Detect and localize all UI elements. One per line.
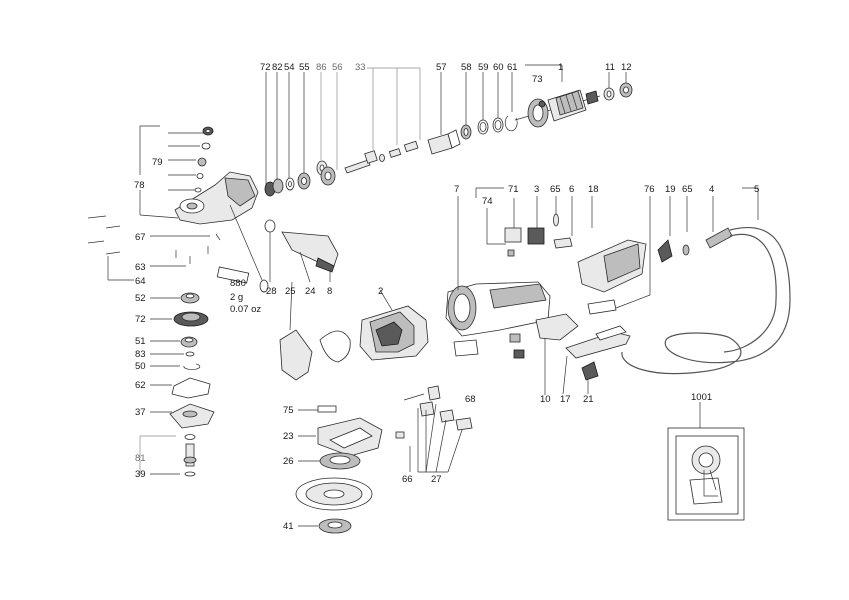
label-1001: 1001 bbox=[691, 392, 712, 403]
screws-group bbox=[87, 215, 221, 281]
label-76: 76 bbox=[644, 184, 655, 195]
label-2g: 2 g bbox=[230, 292, 243, 303]
label-33: 33 bbox=[355, 62, 366, 73]
label-57: 57 bbox=[436, 62, 447, 73]
label-81: 81 bbox=[135, 453, 146, 464]
label-86: 86 bbox=[316, 62, 327, 73]
top-row-parts bbox=[264, 64, 633, 197]
label-72b: 72 bbox=[135, 314, 146, 325]
label-7: 7 bbox=[454, 184, 459, 195]
brackets-27-66 bbox=[395, 385, 473, 473]
label-65: 65 bbox=[550, 184, 561, 195]
label-55: 55 bbox=[299, 62, 310, 73]
label-62: 62 bbox=[135, 380, 146, 391]
grease-880 bbox=[216, 266, 269, 293]
label-79: 79 bbox=[152, 157, 163, 168]
label-5: 5 bbox=[754, 184, 759, 195]
label-8: 8 bbox=[327, 286, 332, 297]
label-2: 2 bbox=[378, 286, 383, 297]
label-61: 61 bbox=[507, 62, 518, 73]
label-4: 4 bbox=[709, 184, 714, 195]
label-50: 50 bbox=[135, 361, 146, 372]
inset-1001 bbox=[667, 402, 745, 521]
label-880: 880 bbox=[230, 278, 246, 289]
label-24: 24 bbox=[305, 286, 316, 297]
guard-and-disc bbox=[295, 405, 383, 534]
label-11: 11 bbox=[605, 62, 615, 73]
label-56: 56 bbox=[332, 62, 343, 73]
handle-and-guard bbox=[264, 219, 351, 381]
label-71: 71 bbox=[508, 184, 519, 195]
label-17: 17 bbox=[560, 394, 571, 405]
label-10: 10 bbox=[540, 394, 551, 405]
label-25: 25 bbox=[285, 286, 296, 297]
label-60: 60 bbox=[493, 62, 504, 73]
label-63: 63 bbox=[135, 262, 146, 273]
label-28: 28 bbox=[266, 286, 277, 297]
label-1: 1 bbox=[558, 62, 563, 73]
label-007oz: 0.07 oz bbox=[230, 304, 261, 315]
label-83: 83 bbox=[135, 349, 146, 360]
label-26: 26 bbox=[283, 456, 294, 467]
label-12: 12 bbox=[621, 62, 632, 73]
label-21: 21 bbox=[583, 394, 594, 405]
label-41: 41 bbox=[283, 521, 294, 532]
label-3: 3 bbox=[534, 184, 539, 195]
label-67: 67 bbox=[135, 232, 146, 243]
cover-and-cable bbox=[562, 187, 791, 395]
label-68: 68 bbox=[465, 394, 476, 405]
label-59: 59 bbox=[478, 62, 489, 73]
armature bbox=[514, 89, 601, 128]
label-37: 37 bbox=[135, 407, 146, 418]
gear-head-housing bbox=[139, 125, 263, 281]
label-75: 75 bbox=[283, 405, 294, 416]
label-58: 58 bbox=[461, 62, 472, 73]
motor-housing bbox=[359, 196, 551, 361]
label-74: 74 bbox=[482, 196, 493, 207]
label-82: 82 bbox=[272, 62, 283, 73]
label-39: 39 bbox=[135, 469, 146, 480]
label-64: 64 bbox=[135, 276, 146, 287]
label-23: 23 bbox=[283, 431, 294, 442]
label-19: 19 bbox=[665, 184, 676, 195]
label-52: 52 bbox=[135, 293, 146, 304]
label-51: 51 bbox=[135, 336, 146, 347]
label-27: 27 bbox=[431, 474, 442, 485]
label-66: 66 bbox=[402, 474, 413, 485]
label-6: 6 bbox=[569, 184, 574, 195]
label-18: 18 bbox=[588, 184, 599, 195]
switch-parts bbox=[475, 187, 579, 395]
label-54: 54 bbox=[284, 62, 295, 73]
label-72: 72 bbox=[260, 62, 271, 73]
label-73: 73 bbox=[532, 74, 543, 85]
label-78: 78 bbox=[134, 180, 145, 191]
label-65b: 65 bbox=[682, 184, 693, 195]
left-column-parts bbox=[139, 292, 215, 477]
part-labels: 72 82 54 55 86 56 33 57 58 59 60 61 1 73… bbox=[134, 62, 759, 532]
